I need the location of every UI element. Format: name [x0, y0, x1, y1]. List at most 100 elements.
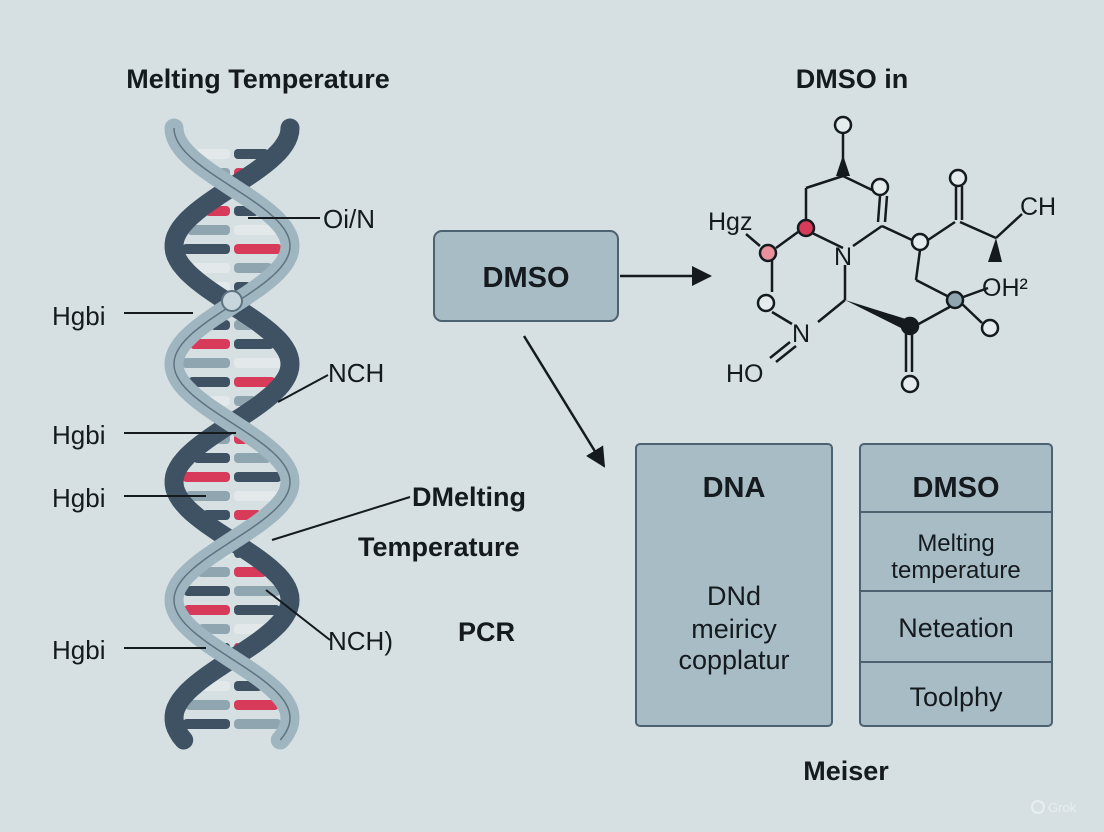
- base-pair-left: [185, 700, 230, 710]
- helix-leaders: [124, 217, 411, 649]
- bond: [881, 224, 913, 242]
- molecule-label-ho: HO: [726, 360, 764, 388]
- molecule-label-hg2: Hgz: [708, 208, 752, 236]
- dmso-panel-row-3: Toolphy: [909, 682, 1003, 712]
- dna-panel: [635, 443, 833, 727]
- base-pair-left: [184, 605, 230, 615]
- watermark-text: Grok: [1048, 800, 1077, 815]
- label-oin: Oi/N: [323, 204, 375, 234]
- bond: [995, 213, 1023, 239]
- bond: [852, 224, 883, 248]
- dmso-box-label: DMSO: [483, 262, 570, 294]
- atom: [833, 115, 853, 135]
- wedge-bond: [836, 155, 850, 176]
- bond: [876, 195, 882, 223]
- bond: [914, 302, 956, 328]
- bond: [842, 174, 873, 192]
- watermark-icon: [1031, 800, 1045, 814]
- atom: [870, 177, 890, 197]
- atom: [910, 232, 930, 252]
- label-pcr: PCR: [458, 617, 515, 647]
- bond: [959, 220, 997, 240]
- molecule-label-n-center: N: [834, 243, 852, 271]
- footer-label: Meiser: [803, 756, 889, 786]
- base-pair-right: [234, 358, 282, 368]
- base-pair-right: [234, 472, 282, 482]
- base-pair-left: [193, 453, 230, 463]
- dmso-panel-row-1-line-2: temperature: [891, 557, 1020, 584]
- bond: [883, 195, 889, 223]
- bond: [817, 299, 846, 323]
- base-pair-left: [182, 719, 230, 729]
- atom: [980, 318, 1000, 338]
- atom: [756, 293, 776, 313]
- bond: [775, 345, 797, 363]
- base-pair-right: [234, 377, 276, 387]
- leader-nch-2: [265, 589, 331, 641]
- base-pair-right: [234, 339, 274, 349]
- base-pair-right: [234, 453, 271, 463]
- base-pair-right: [234, 586, 281, 596]
- dna-panel-line-1: DNd: [707, 581, 761, 611]
- label-hgbi-2: Hgbi: [52, 420, 105, 450]
- base-pair-left: [188, 377, 230, 387]
- molecule-label-ch: CH: [1020, 193, 1056, 221]
- molecule-atoms: [756, 115, 1000, 394]
- base-pair-right: [234, 225, 277, 235]
- dmso-panel-row-1-line-1: Melting: [917, 530, 994, 557]
- label-hgbi-3: Hgbi: [52, 483, 105, 513]
- base-pair-left: [186, 491, 230, 501]
- molecule-label-oh2: OH²: [982, 274, 1028, 302]
- base-pair-left: [187, 225, 230, 235]
- atom-dark: [900, 316, 920, 336]
- atom: [945, 290, 965, 310]
- bond: [745, 233, 761, 247]
- leader-melting: [271, 496, 411, 541]
- atom-highlighted: [758, 243, 778, 263]
- molecule-label-n-left: N: [792, 320, 810, 348]
- bond: [959, 301, 983, 324]
- base-pair-right: [234, 491, 278, 501]
- base-pair-right: [234, 244, 282, 254]
- left-title: Melting Temperature: [126, 64, 390, 94]
- base-pair-left: [183, 586, 230, 596]
- base-pair-right: [234, 719, 282, 729]
- leader-nch-1: [277, 374, 329, 403]
- label-melting-line1: DMelting: [412, 482, 526, 512]
- right-title: DMSO in: [796, 64, 909, 94]
- dna-panel-title: DNA: [703, 472, 766, 504]
- wedge-bond: [845, 300, 909, 332]
- base-pair-left: [182, 358, 230, 368]
- bond: [805, 174, 844, 190]
- base-pair-left: [182, 472, 230, 482]
- bubble-marker: [221, 290, 243, 312]
- dna-panel-line-2: meiricy: [691, 614, 777, 644]
- base-pair-right: [234, 700, 279, 710]
- atom-highlighted: [796, 218, 816, 238]
- label-hgbi-4: Hgbi: [52, 635, 105, 665]
- dna-panel-line-3: copplatur: [678, 645, 789, 675]
- bond: [775, 230, 799, 250]
- bond: [914, 249, 922, 281]
- base-pair-left: [191, 263, 230, 273]
- bond: [771, 310, 793, 326]
- label-melting-line2: Temperature: [358, 532, 520, 562]
- dmso-molecule: [745, 133, 1023, 372]
- dmso-panel-row-2: Neteation: [898, 613, 1014, 643]
- dmso-box: [433, 230, 619, 322]
- bond: [927, 220, 956, 242]
- dmso-panel-title: DMSO: [913, 472, 1000, 504]
- arrow-to-panels: [522, 335, 606, 468]
- atom: [948, 168, 968, 188]
- helix-strand-front-edge: [173, 127, 291, 741]
- base-pair-right: [234, 605, 280, 615]
- watermark: Grok: [1031, 800, 1077, 815]
- bond: [769, 341, 791, 359]
- base-pair-left: [190, 339, 230, 349]
- wedge-bond: [988, 238, 1002, 262]
- atom: [900, 374, 920, 394]
- label-nch-1: NCH: [328, 358, 384, 388]
- label-nch-2: NCH): [328, 626, 393, 656]
- dna-helix: [164, 118, 300, 750]
